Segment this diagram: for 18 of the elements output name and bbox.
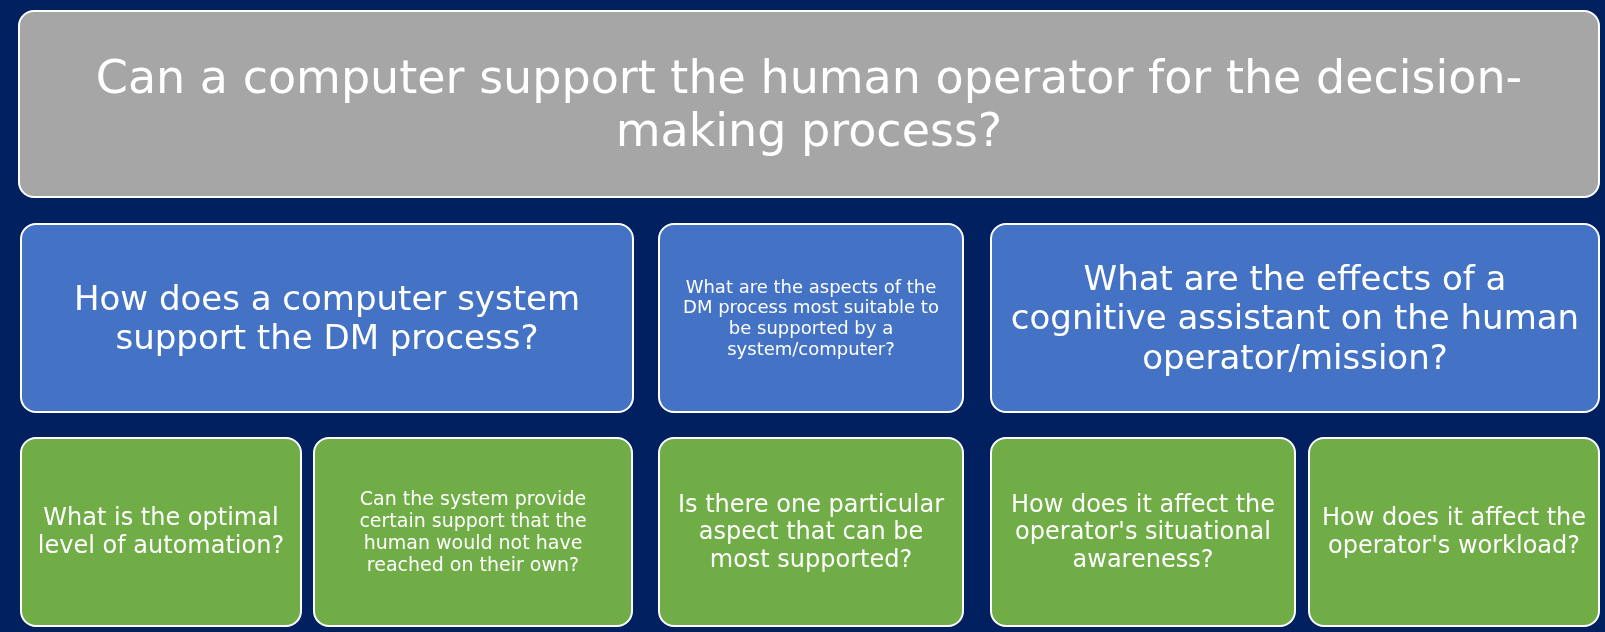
question-box [990, 437, 1296, 627]
question-text: What are the effects of a cognitive assistant on the human operator/mission? [1009, 259, 1581, 377]
question-box [658, 437, 964, 627]
question-box [18, 10, 1600, 198]
question-box [20, 223, 634, 413]
question-box [1308, 437, 1600, 627]
question-text: What are the aspects of the DM process most suitable to be supported by a system/computer? [682, 276, 940, 360]
question-box [20, 437, 302, 627]
question-text: How does it affect the operator's workload? [1320, 504, 1588, 560]
question-text: Is there one particular aspect that can be most supported? [676, 490, 946, 574]
heading-text: Can a computer support the human operator for the decision-making process? [94, 51, 1524, 157]
question-box [313, 437, 633, 627]
question-text: How does it affect the operator's situational awareness? [1009, 490, 1277, 574]
question-box [658, 223, 964, 413]
question-text: How does a computer system support the DM process? [72, 278, 582, 358]
question-box [990, 223, 1600, 413]
question-text: What is the optimal level of automation? [36, 504, 286, 560]
question-text: Can the system provide certain support that the human would not have reached on their own? [358, 488, 588, 576]
